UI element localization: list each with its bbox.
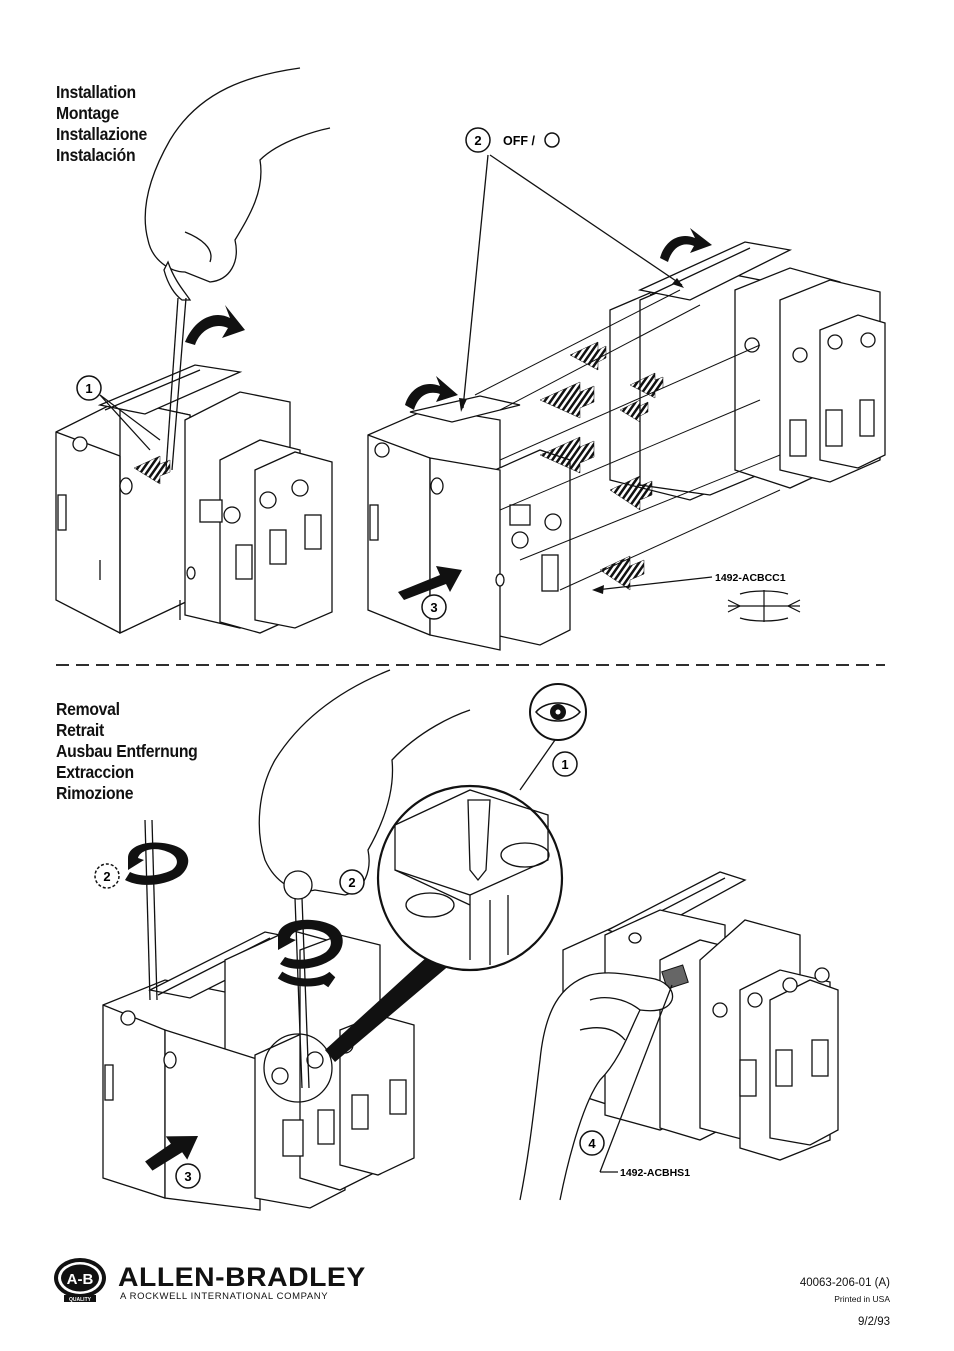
hatched-arrows: [539, 341, 664, 591]
logo-text: A-B: [67, 1271, 94, 1288]
step-3-badge: 3: [421, 594, 447, 620]
rotate-arrow-icon: [125, 842, 189, 885]
document-code: 40063-206-01 (A): [799, 1277, 890, 1289]
push-arrow-icon: [398, 566, 462, 600]
cover-cut-icon: [727, 590, 801, 622]
installation-heading: Installation Montage Installazione Insta…: [56, 82, 147, 166]
printed-in: Printed in USA: [834, 1294, 890, 1304]
heading-line: Ausbau Entfernung: [56, 741, 198, 761]
step-2-badge: 2: [465, 127, 491, 153]
step-number: 1: [85, 381, 92, 396]
rotate-arrow-icon: [185, 305, 245, 345]
step-number: 3: [430, 600, 437, 615]
heading-line: Rimozione: [56, 783, 134, 803]
off-symbol-icon: [544, 132, 560, 148]
step-3-badge-removal: 3: [175, 1163, 201, 1189]
breaker-block-removal: [102, 929, 415, 1211]
step-number: 1: [561, 757, 568, 772]
zoom-connector: [325, 945, 458, 1062]
alignment-lines: [474, 289, 781, 591]
part-label-acbcc1: 1492-ACBCC1: [715, 572, 786, 584]
step-number: 3: [184, 1169, 191, 1184]
rotate-arrow-icon: [278, 919, 343, 969]
step-2-badge-dashed: 2: [94, 863, 120, 889]
brand-name: ALLEN-BRADLEY: [118, 1262, 366, 1292]
hatched-arrow-icon: [133, 455, 171, 485]
step-number: 2: [103, 869, 110, 884]
rotate-arrow-icon: [277, 971, 336, 988]
step-1-badge-removal: 1: [552, 751, 578, 777]
heading-line: Retrait: [56, 720, 105, 740]
off-label: OFF /: [503, 134, 535, 148]
heading-line: Instalación: [56, 145, 136, 165]
breaker-block-exploded: [367, 241, 886, 651]
pull-arrow-icon: [145, 1135, 199, 1171]
heading-line: Installation: [56, 82, 136, 102]
heading-line: Montage: [56, 103, 119, 123]
hand-screwdriver-removal: [144, 669, 471, 1089]
brand-subtitle: A ROCKWELL INTERNATIONAL COMPANY: [120, 1291, 329, 1302]
heading-line: Extraccion: [56, 762, 134, 782]
eye-icon: [529, 683, 587, 741]
step-1-badge: 1: [76, 375, 102, 401]
breaker-block-left: [55, 364, 333, 635]
logo-badge: QUALITY: [69, 1297, 92, 1303]
step-2-badge-removal: 2: [339, 869, 365, 895]
heading-line: Removal: [56, 699, 120, 719]
removal-heading: Removal Retrait Ausbau Entfernung Extrac…: [56, 699, 198, 804]
zoom-detail: [376, 784, 564, 972]
hand-fingers: [519, 972, 674, 1201]
hand-screwdriver-install: [144, 67, 331, 471]
breaker-block-handle-seal: [562, 871, 839, 1161]
part-label-acbhs1: 1492-ACBHS1: [620, 1167, 690, 1179]
step-number: 2: [348, 875, 355, 890]
step-number: 2: [474, 133, 481, 148]
document-date: 9/2/93: [858, 1316, 890, 1328]
handle-seal-tab: [661, 964, 689, 990]
step-4-badge: 4: [579, 1130, 605, 1156]
allen-bradley-logo-icon: A-B QUALITY: [54, 1258, 106, 1303]
step-number: 4: [588, 1136, 596, 1151]
rotate-arrow-icon: [405, 376, 458, 410]
heading-line: Installazione: [56, 124, 148, 144]
rotate-arrow-icon: [660, 228, 712, 262]
